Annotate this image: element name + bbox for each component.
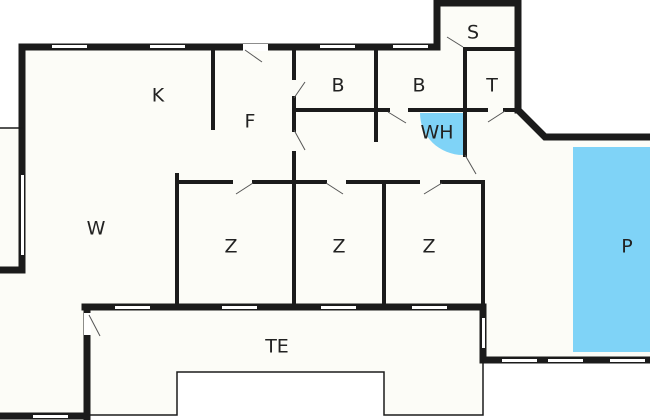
room-label-toilet: T	[485, 75, 498, 97]
doors	[88, 36, 506, 337]
room-label-bedroom-1: Z	[224, 236, 237, 258]
windows	[21, 44, 645, 418]
room-label-whirlpool: WH	[420, 122, 453, 144]
room-label-bedroom-3: Z	[422, 236, 435, 258]
room-label-storage: S	[467, 22, 479, 44]
room-label-bath-2: B	[412, 75, 425, 97]
room-label-hall: F	[245, 111, 256, 133]
whirlpool	[420, 113, 463, 155]
room-label-terrace: TE	[264, 336, 289, 358]
floor-area	[0, 3, 650, 420]
room-label-bath-1: B	[331, 75, 344, 97]
room-label-kitchen: K	[152, 85, 165, 107]
room-label-bedroom-2: Z	[332, 236, 345, 258]
pool	[573, 147, 650, 352]
room-label-pool: P	[621, 236, 632, 258]
interior-walls	[175, 45, 520, 307]
room-label-living: W	[87, 218, 106, 240]
